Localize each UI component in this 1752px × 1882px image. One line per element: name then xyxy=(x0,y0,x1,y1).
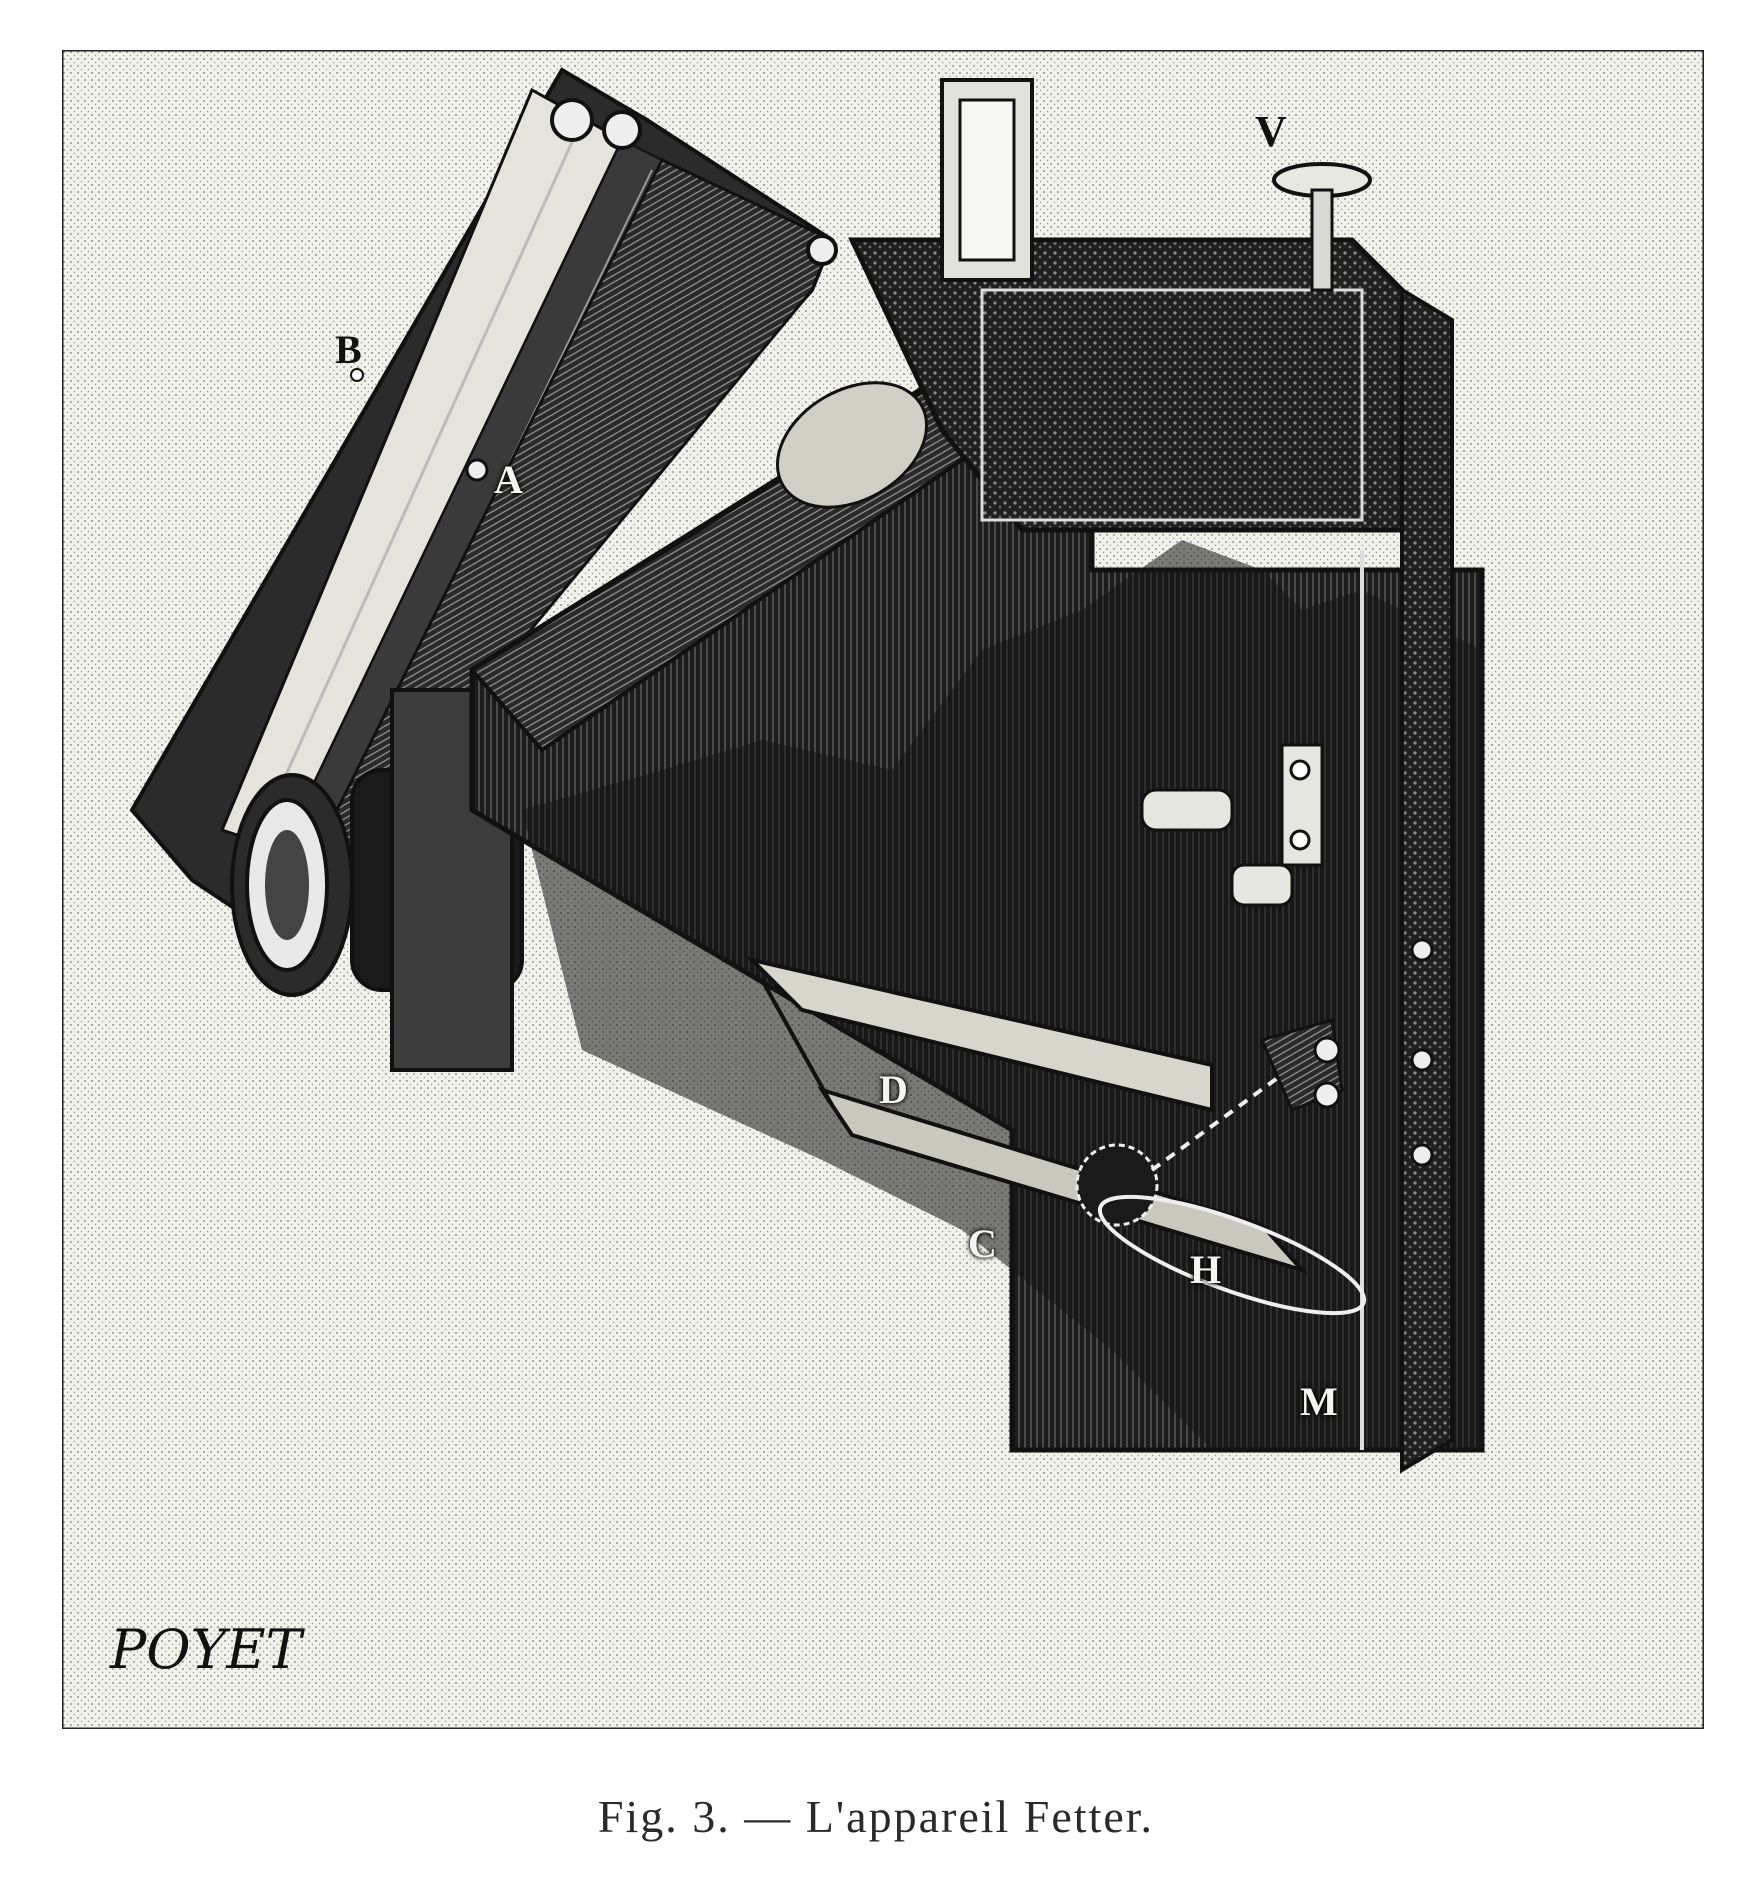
label-c: C xyxy=(968,1221,997,1266)
engraver-signature: POYET xyxy=(110,1618,302,1681)
label-d: D xyxy=(879,1067,908,1112)
top-box xyxy=(848,78,1405,533)
label-h: H xyxy=(1190,1247,1222,1292)
label-v: V xyxy=(1255,107,1287,156)
catch-bracket xyxy=(1140,743,1324,907)
label-a: A xyxy=(494,457,523,502)
figure-caption: Fig. 3. — L'appareil Fetter. xyxy=(597,1791,1155,1842)
label-m: M xyxy=(1300,1379,1338,1424)
camera-engraving xyxy=(62,50,1704,1729)
winding-knob xyxy=(1272,162,1372,292)
label-b: B xyxy=(335,327,362,372)
engraving-plate xyxy=(62,50,1704,1729)
side-panel xyxy=(1360,286,1454,1474)
internal-mechanism xyxy=(745,956,1367,1316)
